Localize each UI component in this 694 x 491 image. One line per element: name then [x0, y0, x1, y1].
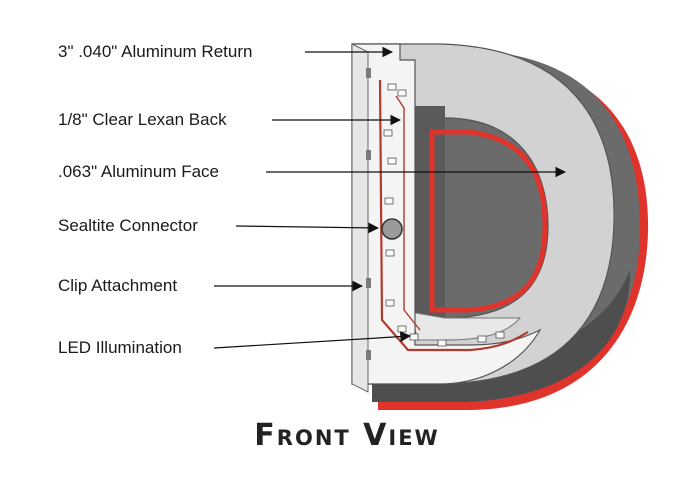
label-aluminum-face: .063" Aluminum Face	[58, 162, 219, 182]
sealtite-connector-shape	[382, 219, 402, 239]
diagram-caption: Front View	[0, 418, 694, 453]
label-led-illumination: LED Illumination	[58, 338, 182, 358]
label-aluminum-return: 3" .040" Aluminum Return	[58, 42, 252, 62]
label-lexan-back: 1/8" Clear Lexan Back	[58, 110, 227, 130]
label-sealtite-connector: Sealtite Connector	[58, 216, 198, 236]
label-clip-attachment: Clip Attachment	[58, 276, 177, 296]
